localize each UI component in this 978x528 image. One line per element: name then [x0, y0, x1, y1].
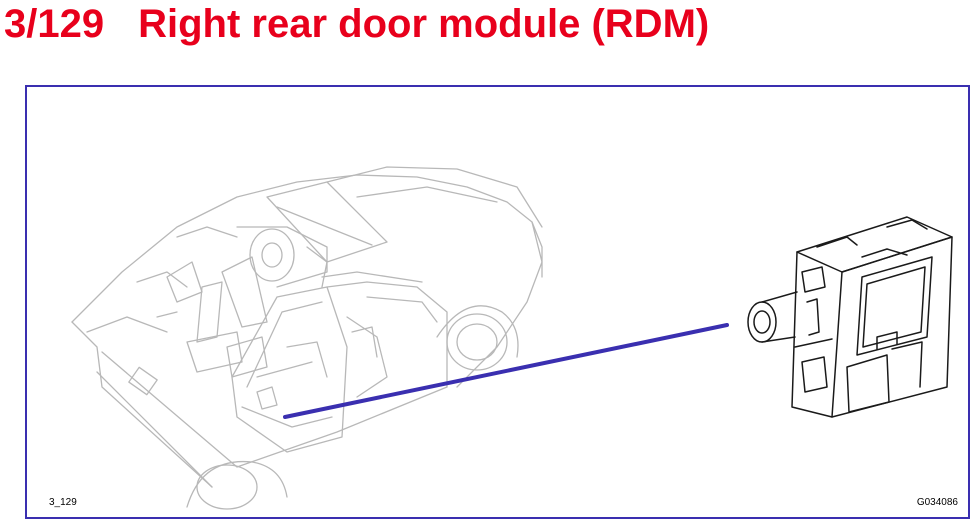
figure-code: 3/129 [4, 2, 105, 46]
page-title: 3/129 Right rear door module (RDM) [4, 0, 709, 48]
figure-ref-left: 3_129 [49, 497, 77, 508]
illustration-frame: 3_129 G034086 [25, 85, 970, 519]
door-module-icon [747, 216, 953, 418]
leader-line [283, 323, 729, 419]
car-icon [71, 166, 543, 510]
illustration-canvas [71, 166, 953, 510]
figure-title: Right rear door module (RDM) [138, 2, 710, 46]
figure-ref-right: G034086 [916, 497, 958, 508]
